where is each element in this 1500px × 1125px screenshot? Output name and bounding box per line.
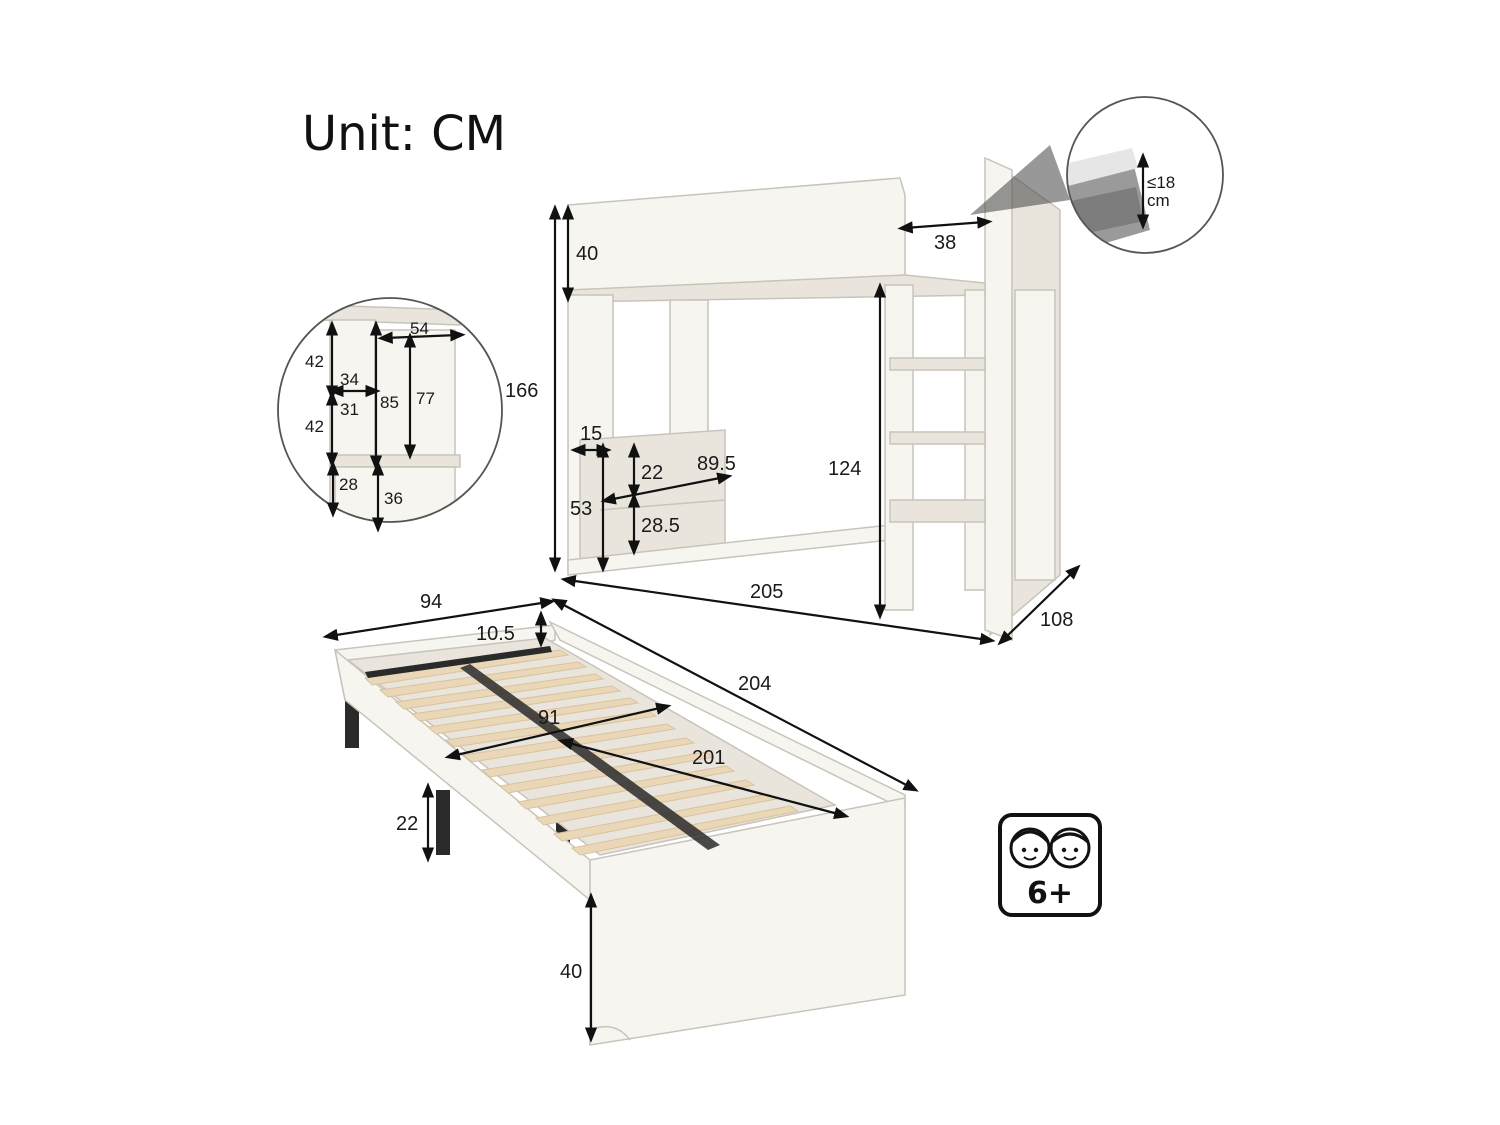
dim-trundle-side: 10.5 xyxy=(476,623,515,645)
children-faces-icon xyxy=(1009,827,1091,869)
dim-shelf-bottom-left: 28 xyxy=(339,475,358,494)
dim-shelf-inner-top: 34 xyxy=(340,370,359,389)
dim-desk-side: 15 xyxy=(580,423,602,445)
dim-shelf-middle: 85 xyxy=(380,393,399,412)
dim-trundle-front: 40 xyxy=(560,961,582,983)
dim-shelf-right: 77 xyxy=(416,389,435,408)
dim-mattress-line2: cm xyxy=(1147,191,1170,210)
dim-shelf-inner-bottom: 31 xyxy=(340,400,359,419)
dim-desk-width: 89.5 xyxy=(697,453,736,475)
dim-shelf-upper-h: 42 xyxy=(305,352,324,371)
dim-line-trundle-length xyxy=(551,598,919,792)
dim-ladder-gap: 38 xyxy=(934,232,956,254)
dim-height-total: 166 xyxy=(505,380,538,402)
unit-title: Unit: CM xyxy=(302,106,506,162)
trundle-bed-illustration xyxy=(333,620,906,1046)
dim-shelf-lower-h: 42 xyxy=(305,417,324,436)
dim-line-width xyxy=(997,564,1081,646)
dim-line-trundle-inner-length xyxy=(557,738,850,819)
age-badge: 6+ xyxy=(998,813,1102,917)
zoom-connector xyxy=(970,145,1070,215)
dim-desk-height: 53 xyxy=(570,498,592,520)
loft-bed-illustration xyxy=(567,156,1061,642)
dim-width: 108 xyxy=(1040,609,1073,631)
dim-under-height: 124 xyxy=(828,458,861,480)
dim-line-trundle-width xyxy=(322,597,556,641)
dim-line-ladder-gap xyxy=(897,216,993,234)
dim-shelf-top: 54 xyxy=(410,319,429,338)
dim-shelf-upper: 22 xyxy=(641,462,663,484)
dim-trundle-length: 204 xyxy=(738,673,771,695)
dim-line-desk-width xyxy=(600,472,733,505)
dim-trundle-width: 94 xyxy=(420,591,442,613)
dim-guard-height: 40 xyxy=(576,243,598,265)
dim-line-trundle-inner-width xyxy=(444,702,672,761)
dim-trundle-inner-width: 91 xyxy=(538,707,560,729)
dim-length: 205 xyxy=(750,581,783,603)
dim-shelf-bottom-right: 36 xyxy=(384,489,403,508)
mattress-detail-circle xyxy=(1066,96,1224,254)
dim-line-shelf-top xyxy=(377,329,466,344)
dim-trundle-leg: 22 xyxy=(396,813,418,835)
dim-mattress-line1: ≤18 xyxy=(1147,173,1175,192)
dim-shelf-lower: 28.5 xyxy=(641,515,680,537)
dim-trundle-inner-length: 201 xyxy=(692,747,725,769)
age-badge-label: 6+ xyxy=(1027,876,1073,911)
